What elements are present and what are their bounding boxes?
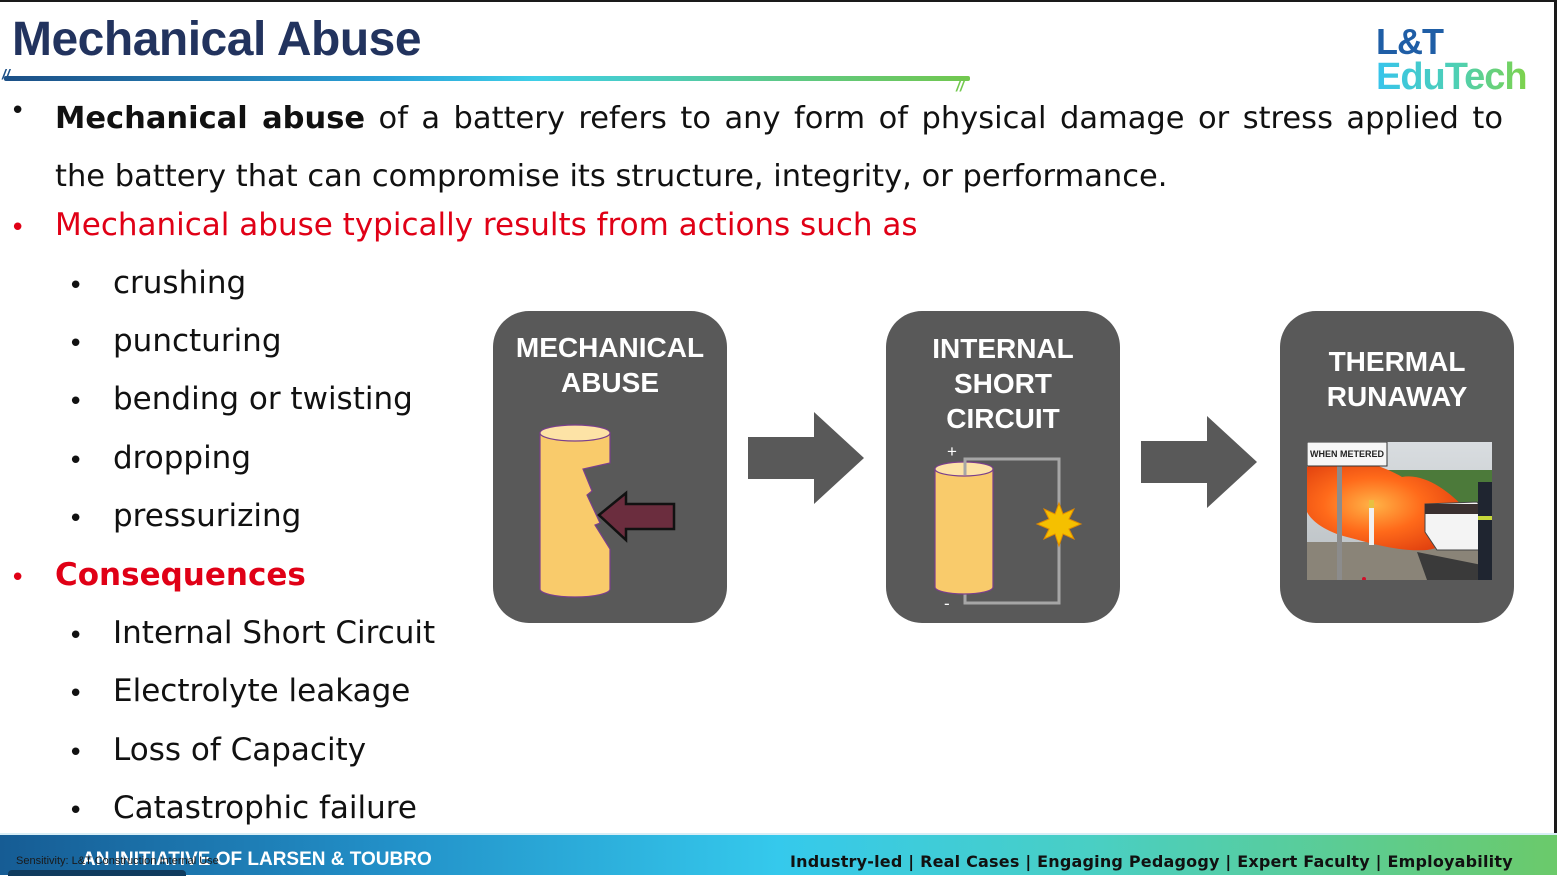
footer-divider: [0, 833, 1557, 835]
card-title-line: SHORT: [954, 368, 1052, 399]
logo-edutech-text: EduTech: [1376, 56, 1528, 98]
footer-tab: [8, 870, 186, 876]
bullet-marker: •: [68, 329, 84, 359]
list-item: dropping: [113, 440, 252, 476]
push-arrow-icon: [597, 490, 676, 543]
footer-banner: [0, 835, 1557, 875]
definition-term: Mechanical abuse: [55, 101, 366, 136]
card-title-line: INTERNAL: [932, 333, 1074, 364]
sensitivity-label: Sensitivity: L&T Construction Internal U…: [16, 855, 219, 867]
window-border-right: [1554, 0, 1557, 835]
card-internal-short-circuit: INTERNAL SHORT CIRCUIT + -: [886, 311, 1120, 623]
burning-car-photo: WHEN METERED: [1307, 442, 1492, 580]
bullet-marker: •: [10, 563, 26, 593]
list-item: Loss of Capacity: [113, 732, 367, 768]
title-rule-cap-right: //: [956, 78, 964, 94]
negative-terminal-label: -: [944, 594, 950, 613]
photo-sign-text: WHEN METERED: [1310, 449, 1385, 459]
card-thermal-runaway: THERMAL RUNAWAY WHEN M: [1280, 311, 1514, 623]
card-title-line: MECHANICAL: [515, 332, 705, 363]
positive-terminal-label: +: [947, 442, 957, 461]
footer-initiative-text: AN INITIATIVE OF LARSEN & TOUBRO: [82, 849, 432, 870]
bullet-marker: •: [68, 387, 84, 417]
slide-title: Mechanical Abuse: [12, 13, 422, 66]
list-item: pressurizing: [113, 498, 302, 534]
definition-paragraph: Mechanical abuse of a battery refers to …: [55, 90, 1503, 206]
list-item: Catastrophic failure: [113, 790, 417, 826]
bullet-marker: •: [68, 504, 84, 534]
consequences-heading: Consequences: [55, 557, 306, 593]
bullet-marker: •: [10, 96, 26, 126]
bullet-marker: •: [10, 213, 26, 243]
lt-edutech-logo: L&T EduTech: [1376, 21, 1528, 98]
bullet-marker: •: [68, 446, 84, 476]
title-underline: [4, 76, 970, 81]
card-title-line: CIRCUIT: [946, 403, 1060, 434]
bullet-marker: •: [68, 796, 84, 826]
spark-icon: [1035, 501, 1083, 548]
flow-arrow-icon: [1141, 416, 1257, 508]
title-rule-cap-left: //: [2, 66, 10, 82]
crushed-battery-icon: [539, 424, 676, 598]
bullet-marker: •: [68, 621, 84, 651]
list-item: Electrolyte leakage: [113, 673, 411, 709]
card-title-line: THERMAL: [1328, 346, 1466, 377]
short-circuit-battery-icon: [934, 457, 1083, 605]
actions-heading: Mechanical abuse typically results from …: [55, 207, 918, 243]
list-item: Internal Short Circuit: [113, 615, 436, 651]
card-mechanical-abuse: MECHANICAL ABUSE: [493, 311, 727, 623]
list-item: bending or twisting: [113, 381, 413, 417]
bullet-marker: •: [68, 271, 84, 301]
footer-tagline: Industry-led | Real Cases | Engaging Ped…: [790, 852, 1513, 871]
bullet-marker: •: [68, 679, 84, 709]
flow-arrow-icon: [748, 412, 864, 504]
list-item: puncturing: [113, 323, 282, 359]
bullet-marker: •: [68, 738, 84, 768]
list-item: crushing: [113, 265, 247, 301]
logo-lt-text: L&T: [1376, 21, 1444, 62]
card-title-line: RUNAWAY: [1326, 381, 1468, 412]
definition-text: of a battery refers to any form of physi…: [55, 101, 1504, 194]
card-title-line: ABUSE: [560, 367, 659, 398]
window-border-top: [0, 0, 1557, 2]
